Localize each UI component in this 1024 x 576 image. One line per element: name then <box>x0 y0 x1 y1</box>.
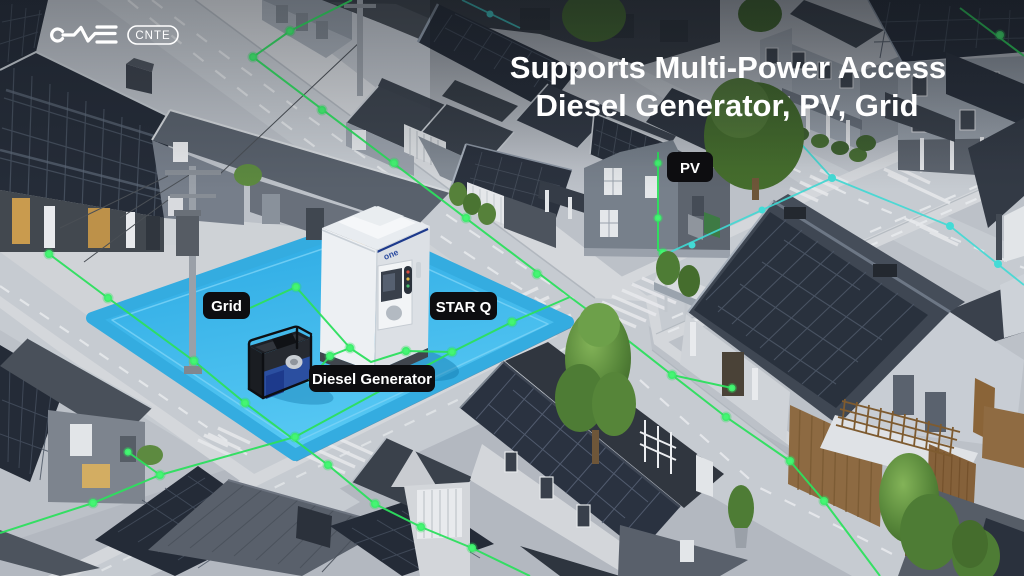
svg-text:STAR Q: STAR Q <box>436 299 492 316</box>
svg-text:Grid: Grid <box>211 298 242 315</box>
svg-text:Diesel Generator, PV, Grid: Diesel Generator, PV, Grid <box>535 88 918 123</box>
svg-text:Diesel Generator: Diesel Generator <box>312 371 432 388</box>
svg-text:Supports Multi-Power Access: Supports Multi-Power Access <box>510 50 946 85</box>
svg-text:PV: PV <box>680 160 700 177</box>
svg-text:CNTE: CNTE <box>135 30 170 42</box>
